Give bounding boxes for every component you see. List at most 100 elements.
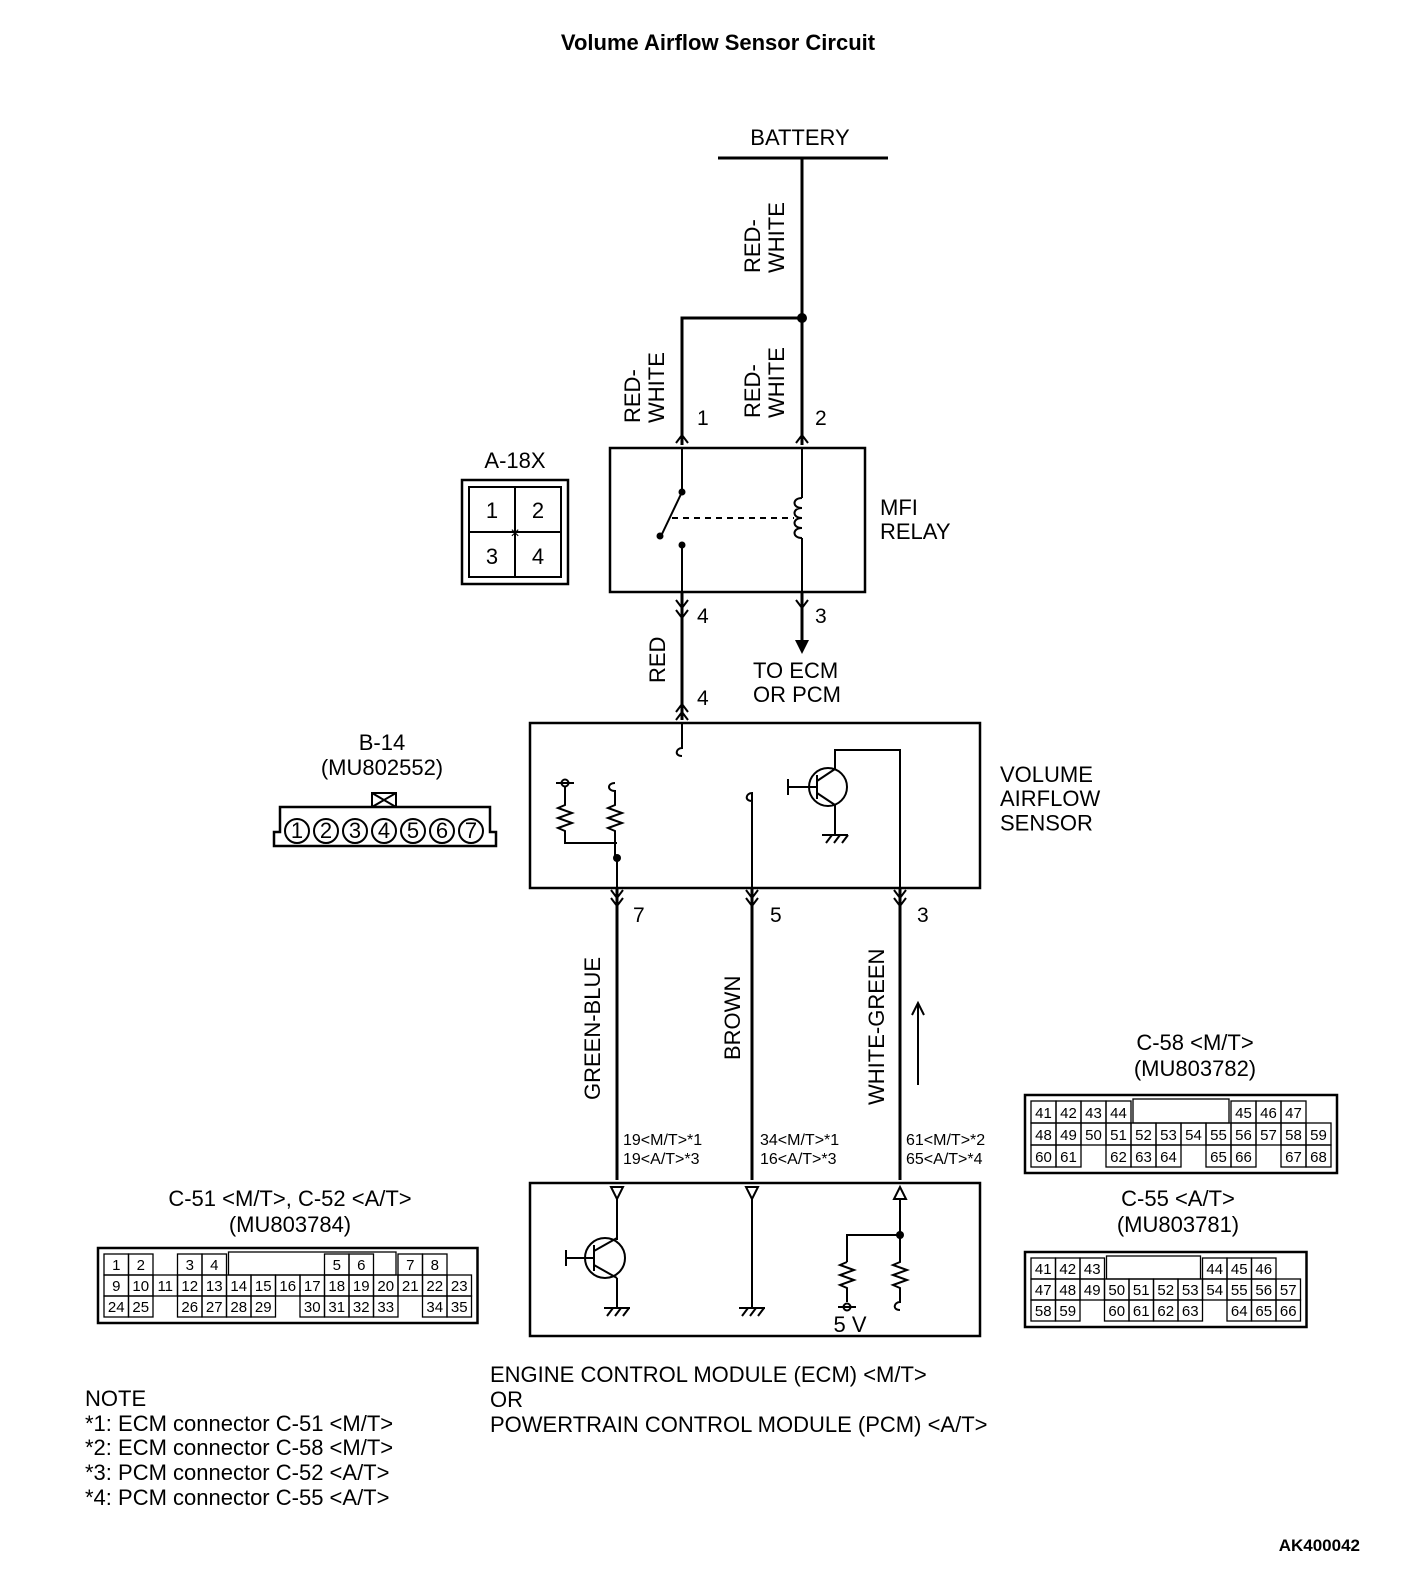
sensor-connector-pin: [371, 818, 397, 844]
wire-color-relay-pin1: RED-WHITE: [620, 352, 669, 423]
connector-pin-number: 45: [1231, 1261, 1248, 1278]
note-line-1: *1: ECM connector C-51 <M/T>: [85, 1411, 393, 1436]
connector-c58-title: C-58 <M/T>: [1136, 1030, 1253, 1055]
svg-text:2: 2: [532, 498, 544, 523]
connector-pin-number: 9: [112, 1278, 120, 1295]
connector-pin-number: 62: [1157, 1303, 1174, 1320]
connector-pin-number: 41: [1035, 1105, 1052, 1122]
connector-pin-number: 64: [1231, 1303, 1248, 1320]
connector-pin-number: 12: [181, 1278, 198, 1295]
connector-pin-number: 66: [1280, 1303, 1297, 1320]
connector-pin-number: 52: [1157, 1282, 1174, 1299]
mfi-relay: [608, 433, 867, 594]
relay-pin-label-1: 1: [697, 407, 709, 430]
connector-pin-number: 8: [431, 1257, 439, 1274]
relay-connector-title: A-18X: [484, 448, 545, 473]
connector-pin-number: 41: [1035, 1261, 1052, 1278]
sensor-connector-pin: [429, 818, 455, 844]
wire-color-relay-pin2: RED-WHITE: [740, 347, 789, 418]
connector-pin-number: 59: [1059, 1303, 1076, 1320]
note-heading: NOTE: [85, 1386, 146, 1411]
sensor-pin-label-5: 5: [770, 904, 782, 927]
connector-pin-number: 58: [1285, 1127, 1302, 1144]
connector-pin-number: 49: [1084, 1282, 1101, 1299]
connector-cell: [250, 1295, 277, 1318]
connector-pin-number: 46: [1260, 1105, 1277, 1122]
relay-pin1-wire: [680, 316, 802, 445]
note-line-2: *2: ECM connector C-58 <M/T>: [85, 1435, 393, 1460]
sensor-pin-label-3: 3: [917, 904, 929, 927]
battery-label: BATTERY: [750, 125, 850, 150]
svg-text:3: 3: [486, 544, 498, 569]
connector-c51-part: (MU803784): [229, 1212, 351, 1237]
connector-c55-title: C-55 <A/T>: [1121, 1186, 1235, 1211]
connector-pin-number: 24: [108, 1299, 125, 1316]
connector-pin-number: 6: [357, 1257, 365, 1274]
connector-pin-number: 53: [1160, 1127, 1177, 1144]
connector-pin-number: 47: [1285, 1105, 1302, 1122]
connector-pin-number: 53: [1182, 1282, 1199, 1299]
connector-pin-number: 50: [1085, 1127, 1102, 1144]
sensor-connector-pin: [342, 818, 368, 844]
svg-text:×: ×: [510, 525, 519, 542]
connector-pin-number: 26: [181, 1299, 198, 1316]
connector-pin-number: 29: [255, 1299, 272, 1316]
connector-pin-number: 65: [1210, 1149, 1227, 1166]
sensor-connector-pin: [400, 818, 426, 844]
connector-pin-number: 20: [377, 1278, 394, 1295]
sensor-connector-pin-number: 7: [465, 818, 477, 843]
connector-pin-number: 54: [1185, 1127, 1202, 1144]
relay-connector-face: 1 2 3 4 ×: [460, 478, 570, 586]
connector-pin-number: 33: [377, 1299, 394, 1316]
connector-pin-number: 23: [451, 1278, 468, 1295]
wire-color-relay-to-sensor: RED: [645, 637, 670, 683]
sensor-connector-pin-number: 1: [291, 818, 303, 843]
connector-cell: [1275, 1299, 1302, 1322]
connector-pin-number: 18: [328, 1278, 345, 1295]
signal-direction-arrow: [911, 1000, 925, 1085]
sensor-connector-title: B-14: [359, 730, 405, 755]
connector-pin-number: 27: [206, 1299, 223, 1316]
connector-pin-number: 19: [353, 1278, 370, 1295]
ecm-name-line-3: POWERTRAIN CONTROL MODULE (PCM) <A/T>: [490, 1412, 988, 1437]
connector-pin-number: 65: [1255, 1303, 1272, 1320]
connector-pin-number: 55: [1231, 1282, 1248, 1299]
connector-pin-number: 25: [132, 1299, 149, 1316]
sensor-connector-pin-number: 6: [436, 818, 448, 843]
svg-text:4: 4: [532, 544, 544, 569]
sensor-connector-pin-number: 5: [407, 818, 419, 843]
ecm-name-line-1: ENGINE CONTROL MODULE (ECM) <M/T>: [490, 1362, 927, 1387]
sensor-connector-pin-number: 3: [349, 818, 361, 843]
connector-pin-number: 47: [1035, 1282, 1052, 1299]
connector-pin-number: 10: [132, 1278, 149, 1295]
connector-pin-number: 48: [1059, 1282, 1076, 1299]
connector-cell: [1305, 1144, 1332, 1168]
sensor-connector-pin-number: 4: [378, 818, 390, 843]
connector-pin-number: 59: [1310, 1127, 1327, 1144]
connector-pin-number: 32: [353, 1299, 370, 1316]
connector-pin-number: 54: [1206, 1282, 1223, 1299]
note-line-4: *4: PCM connector C-55 <A/T>: [85, 1485, 389, 1510]
connector-c51-title: C-51 <M/T>, C-52 <A/T>: [168, 1186, 411, 1211]
note-line-3: *3: PCM connector C-52 <A/T>: [85, 1460, 389, 1485]
wire-color-brown: BROWN: [720, 976, 745, 1060]
connector-pin-number: 61: [1060, 1149, 1077, 1166]
connector-cell: [1177, 1299, 1204, 1322]
connector-pin-number: 3: [186, 1257, 194, 1274]
connector-pin-number: 4: [210, 1257, 218, 1274]
sensor-pin-label-in: 4: [697, 687, 709, 710]
connector-pin-number: 51: [1110, 1127, 1127, 1144]
connector-pin-number: 15: [255, 1278, 272, 1295]
volume-airflow-sensor: [528, 702, 982, 890]
connector-pin-number: 7: [406, 1257, 414, 1274]
connector-pin-number: 64: [1160, 1149, 1177, 1166]
ecm-pin-label-3-a: 61<M/T>*2: [906, 1132, 985, 1149]
connector-pin-number: 68: [1310, 1149, 1327, 1166]
sensor-pin-label-7: 7: [633, 904, 645, 927]
